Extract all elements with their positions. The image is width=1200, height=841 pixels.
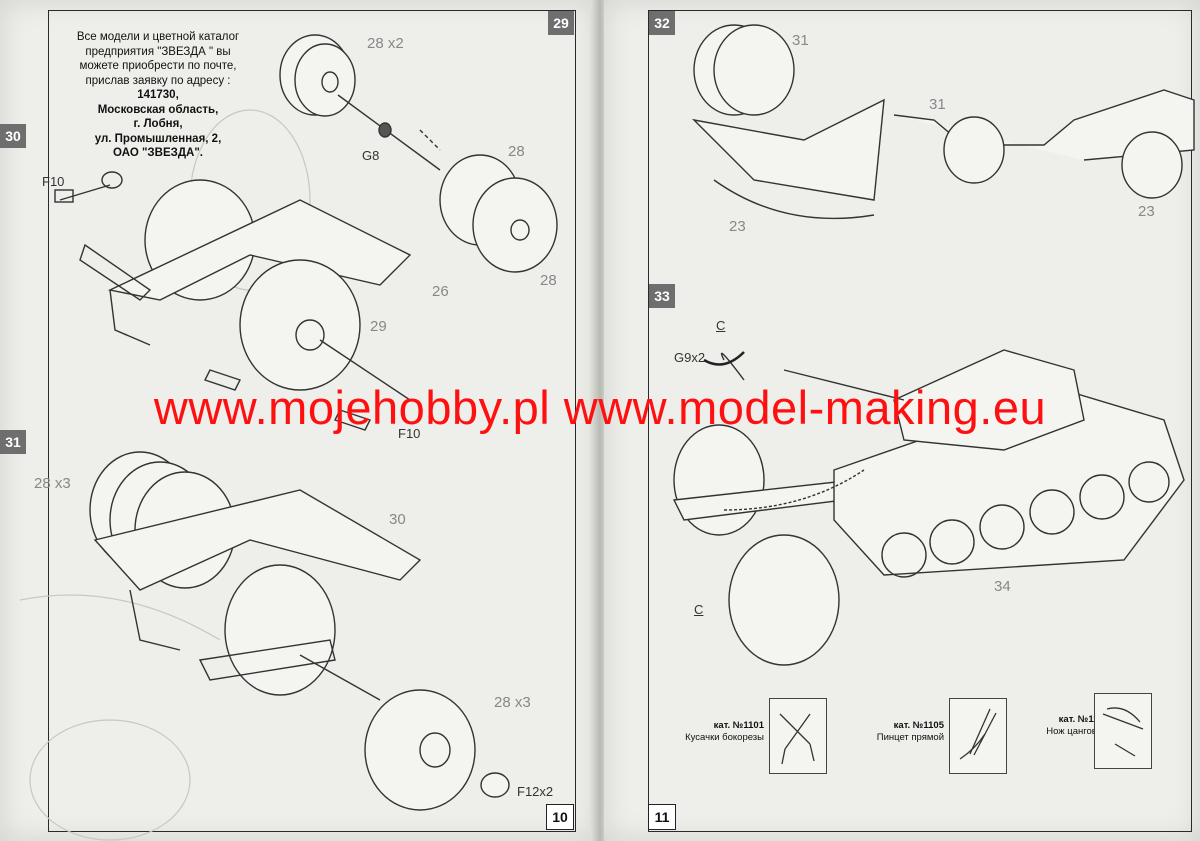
step-31-drawing — [89, 451, 510, 811]
part-label: C — [716, 318, 726, 333]
catalog-line: Все модели и цветной каталог — [76, 31, 240, 43]
part-label: 29 — [370, 318, 387, 335]
collet-knife-icon — [1094, 693, 1152, 769]
catalog-info: Все модели и цветной каталог предприятия… — [58, 30, 258, 161]
instruction-page-left: Все модели и цветной каталог предприятия… — [0, 0, 596, 841]
tool-catalog-number: кат. №1101 — [713, 720, 764, 731]
tool-catalog-number: кат. №1103 — [1058, 714, 1109, 725]
page-frame — [48, 10, 576, 832]
step-number-29: 29 — [548, 11, 574, 35]
tool-name: Кусачки бокорезы — [685, 732, 764, 743]
step-number-33: 33 — [649, 284, 675, 308]
step-29-drawing — [279, 34, 558, 273]
tool-catalog-number: кат. №1105 — [893, 720, 944, 731]
step-number-30: 30 — [0, 124, 26, 148]
part-label: 30 — [389, 511, 406, 528]
tool-name: Нож цанговый — [1046, 726, 1109, 737]
catalog-line: можете приобрести по почте, — [79, 60, 237, 72]
part-label: 26 — [432, 283, 449, 300]
tweezers-icon — [949, 698, 1007, 774]
part-label: 31 — [929, 96, 946, 113]
catalog-address-line: ОАО "ЗВЕЗДА". — [113, 147, 203, 159]
page-number: 11 — [648, 804, 676, 830]
catalog-line: предприятия "ЗВЕЗДА " вы — [85, 45, 231, 58]
catalog-address-line: г. Лобня, — [133, 118, 183, 130]
step-33-drawing — [672, 349, 1185, 666]
part-label: G9x2 — [674, 350, 706, 365]
part-label: F12x2 — [517, 784, 554, 799]
assembly-drawings-right — [672, 24, 1195, 666]
catalog-address-line: 141730, — [137, 89, 179, 101]
part-label: 28 — [508, 143, 525, 160]
tool-info: кат. №1103 Нож цанговый — [1014, 714, 1109, 738]
step-32-drawing — [691, 24, 1195, 220]
tool-name: Пинцет прямой — [876, 732, 944, 743]
part-label: 23 — [1138, 203, 1155, 220]
tool-info: кат. №1105 Пинцет прямой — [844, 720, 944, 744]
catalog-line: прислав заявку по адресу : — [85, 74, 231, 87]
page-frame — [648, 10, 1192, 832]
part-label: 28 x3 — [34, 475, 71, 492]
step-30-drawing — [54, 171, 412, 431]
tool-info: кат. №1101 Кусачки бокорезы — [664, 720, 764, 744]
step-number-32: 32 — [649, 11, 675, 35]
assembly-drawings-left — [19, 34, 558, 841]
road-wheels — [881, 461, 1170, 578]
watermark-text: www.mojehobby.pl www.model-making.eu — [153, 381, 1047, 434]
part-label: 28 x2 — [367, 35, 404, 52]
part-label: G8 — [362, 148, 380, 163]
part-label: F10 — [42, 174, 65, 189]
part-label: C — [694, 602, 704, 617]
catalog-address-line: Московская область, — [97, 103, 219, 116]
catalog-address-line: ул. Промышленная, 2, — [94, 132, 222, 145]
part-label: 31 — [792, 32, 809, 49]
step-number-31: 31 — [0, 430, 26, 454]
part-label: 34 — [994, 578, 1011, 595]
instruction-page-right: 32 31 23 31 23 33 C G9x2 C 34 — [604, 0, 1200, 841]
part-label: F10 — [398, 426, 421, 441]
side-cutters-icon — [769, 698, 827, 774]
part-label: 23 — [729, 218, 746, 235]
page-number: 10 — [546, 804, 574, 830]
part-label: 28 x3 — [494, 694, 531, 711]
part-label: 28 — [540, 272, 557, 289]
